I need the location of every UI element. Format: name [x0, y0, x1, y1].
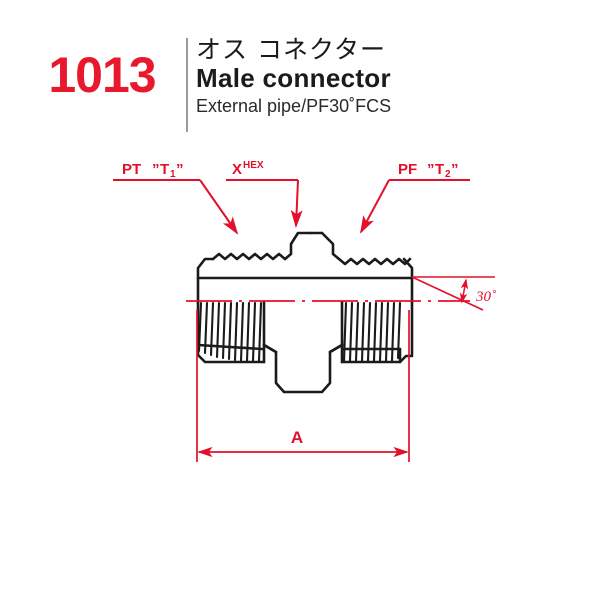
header-divider	[186, 38, 188, 132]
label-pt-t1: PT ” T 1 ”	[122, 161, 184, 180]
svg-text:PF: PF	[398, 161, 417, 178]
dimension-a	[196, 310, 410, 462]
title-japanese: オス コネクター	[196, 35, 386, 64]
svg-text:X: X	[232, 161, 242, 178]
title-english: Male connector	[196, 63, 391, 93]
leader-pt-t1	[113, 179, 239, 235]
svg-text:2: 2	[445, 169, 451, 180]
title-subtitle: External pipe/PF30˚FCS	[196, 96, 392, 117]
svg-text:”: ”	[152, 161, 160, 178]
angle-callout-label: 30˚	[475, 289, 496, 305]
svg-text:HEX: HEX	[243, 160, 264, 171]
svg-text:PT: PT	[122, 161, 141, 178]
left-thread-section-lines	[197, 301, 263, 363]
angle-callout-30	[411, 276, 495, 311]
fitting-body-upper	[196, 231, 414, 304]
label-x-hex: X HEX	[232, 160, 264, 178]
svg-text:”: ”	[176, 161, 184, 178]
right-thread-section-lines	[342, 301, 402, 363]
svg-text:T: T	[160, 161, 169, 178]
leader-pf-t2	[360, 179, 470, 234]
title-group: オス コネクター Male connector External pipe/PF…	[196, 36, 576, 117]
page-header: 1013 オス コネクター Male connector External pi…	[0, 0, 600, 150]
dimension-a-label: A	[291, 428, 303, 447]
catalog-number: 1013	[48, 47, 156, 103]
label-pf-t2: PF ” T 2 ”	[398, 161, 459, 180]
svg-text:”: ”	[451, 161, 459, 178]
svg-text:T: T	[435, 161, 444, 178]
svg-text:”: ”	[427, 161, 435, 178]
svg-text:1: 1	[170, 169, 176, 180]
leader-x-hex	[226, 179, 303, 228]
